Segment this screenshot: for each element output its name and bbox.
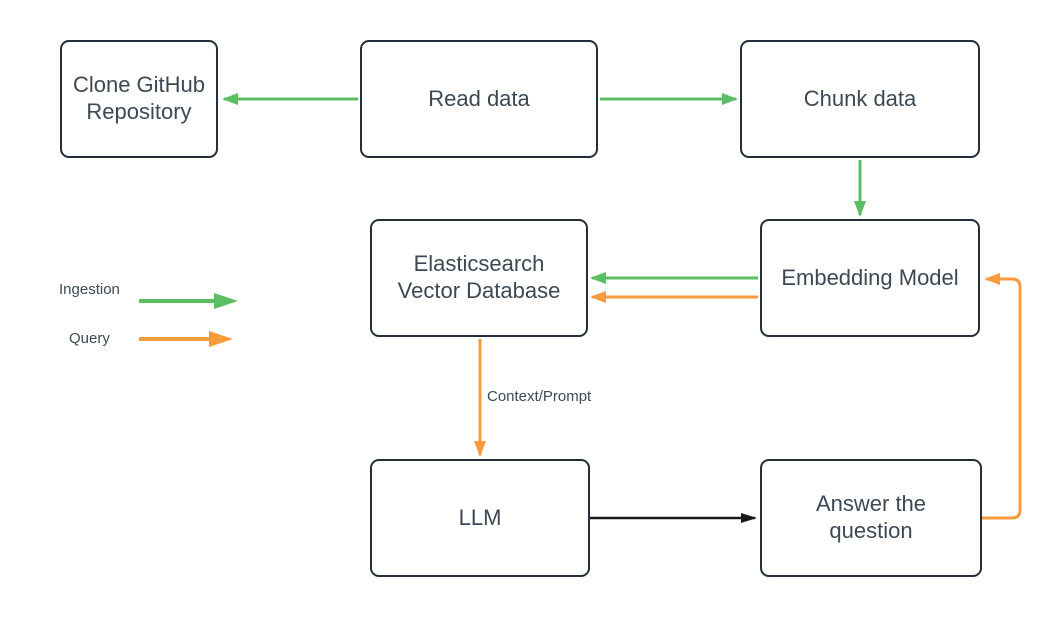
node-label: Answer the question bbox=[815, 491, 927, 543]
node-answer-the-question: Answer the question bbox=[760, 459, 982, 577]
node-clone-github-repository: Clone GitHub Repository bbox=[60, 40, 218, 158]
node-chunk-data: Chunk data bbox=[740, 40, 980, 158]
node-embedding-model: Embedding Model bbox=[760, 219, 980, 337]
edge-answer-to-embedding-loop bbox=[982, 273, 1022, 520]
node-read-data: Read data bbox=[360, 40, 598, 158]
node-label: LLM bbox=[458, 504, 502, 530]
edge-label-context-prompt: Context/Prompt bbox=[487, 388, 592, 405]
node-elasticsearch-vector-database: Elasticsearch Vector Database bbox=[370, 219, 588, 337]
node-label: Embedding Model bbox=[781, 264, 959, 290]
legend-label-ingestion: Ingestion bbox=[59, 281, 120, 298]
node-llm: LLM bbox=[370, 459, 590, 577]
node-label: Clone GitHub Repository bbox=[72, 72, 206, 124]
node-label: Elasticsearch Vector Database bbox=[397, 251, 561, 303]
node-label: Chunk data bbox=[803, 85, 917, 111]
legend-label-query: Query bbox=[69, 330, 110, 347]
node-label: Read data bbox=[428, 85, 530, 111]
